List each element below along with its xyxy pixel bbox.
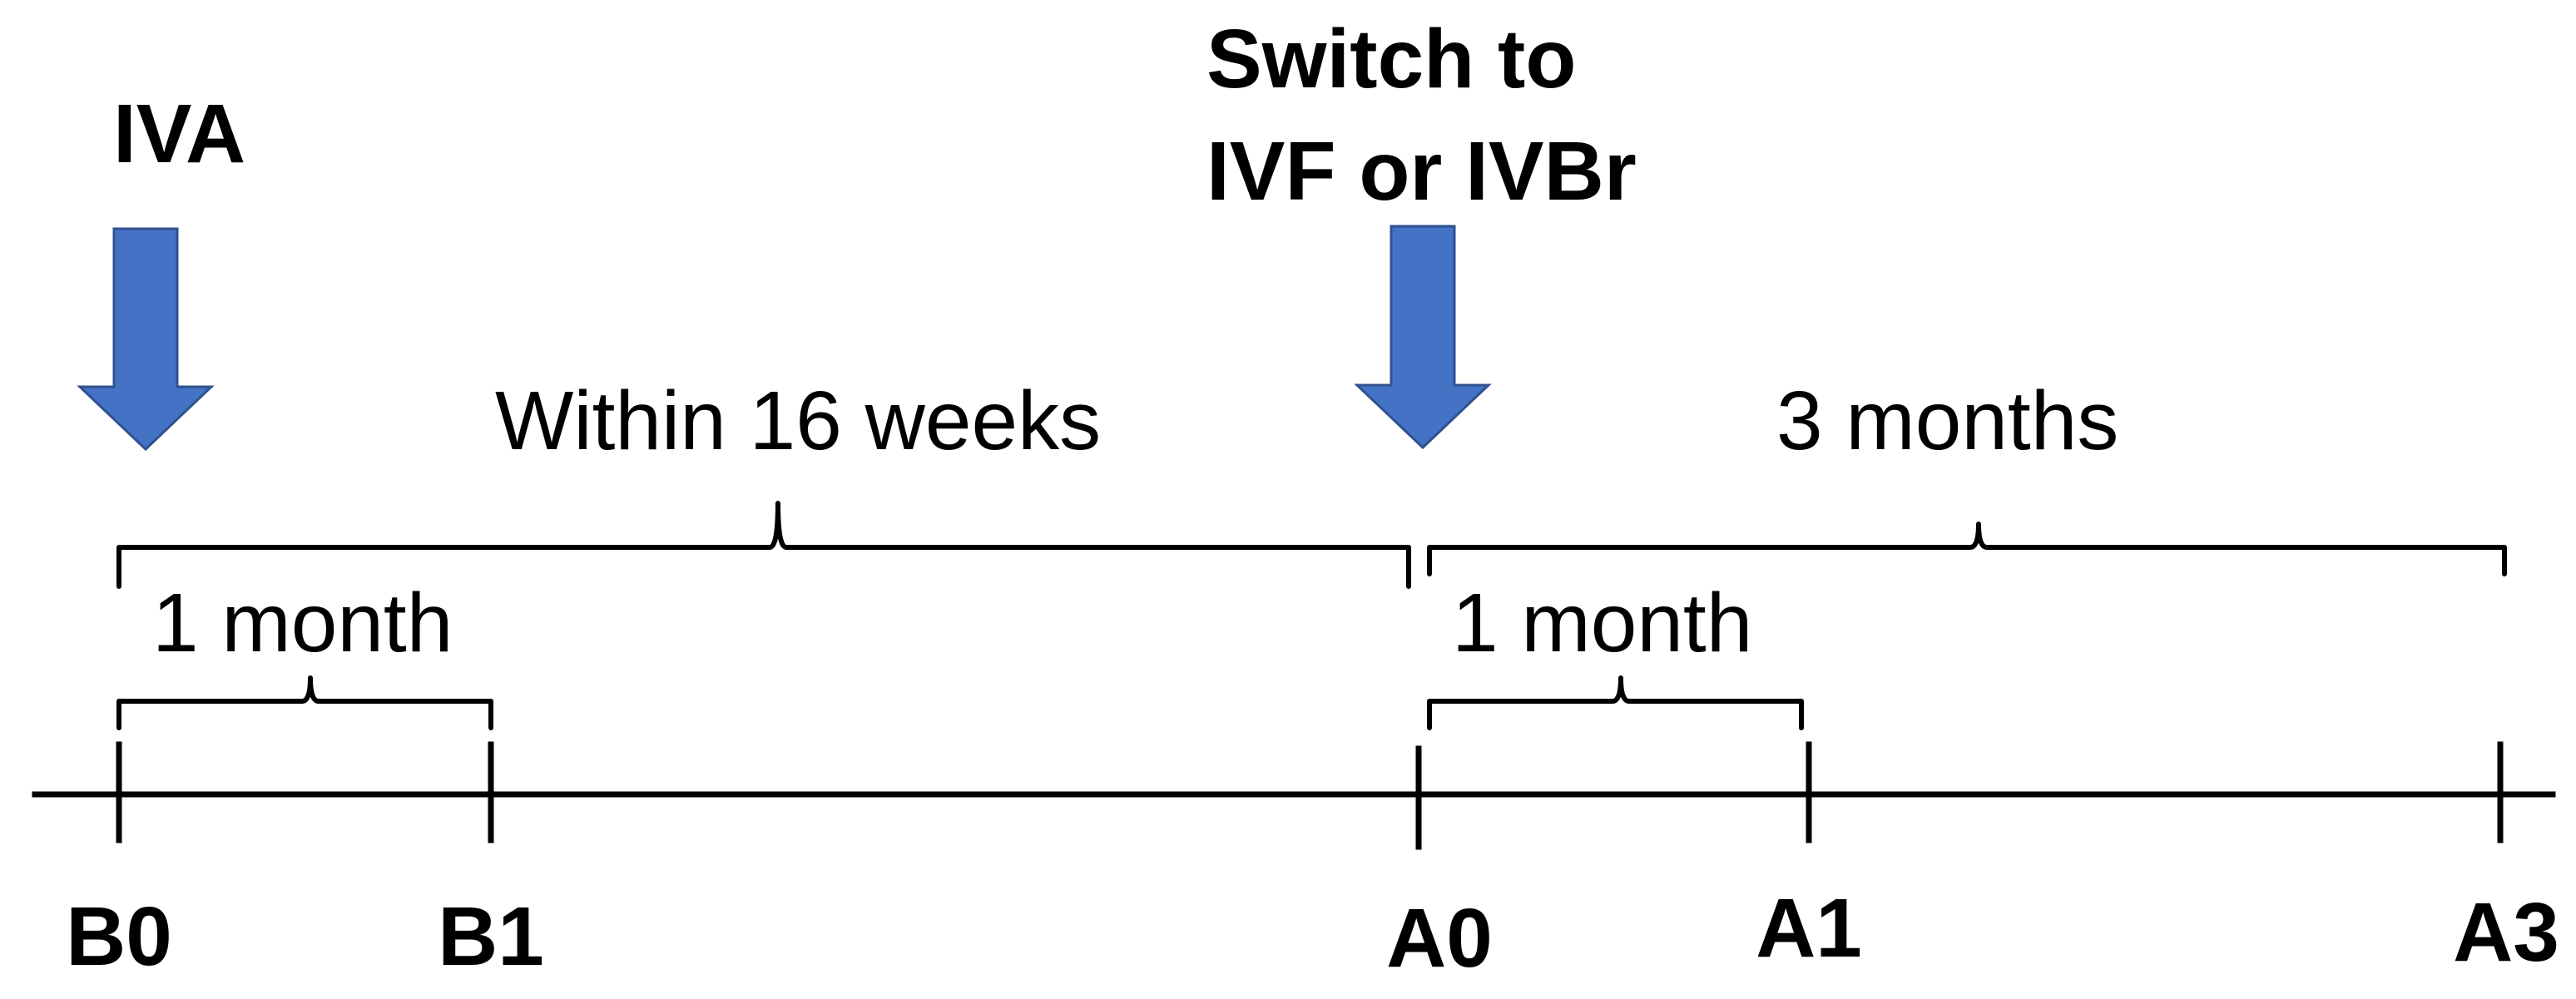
brace-3-months <box>1427 522 2507 576</box>
switch-label-line1: Switch to <box>1206 12 1576 106</box>
brace-within-16-weeks <box>116 501 1411 589</box>
three-months-label: 3 months <box>1776 374 2118 467</box>
timepoint-label-b0: B0 <box>66 890 172 983</box>
within-16-weeks-label: Within 16 weeks <box>495 374 1101 467</box>
one-month-after-label: 1 month <box>1452 576 1752 670</box>
timepoint-label-a0: A0 <box>1386 892 1493 985</box>
brace-1-month-before <box>116 675 493 730</box>
timepoint-label-b1: B1 <box>438 890 544 983</box>
iva-label: IVA <box>113 87 245 181</box>
down-arrow-icon <box>77 227 215 452</box>
timepoint-label-a1: A1 <box>1756 882 1862 975</box>
timepoint-label-a3: A3 <box>2453 886 2559 979</box>
brace-1-month-after <box>1427 675 1804 730</box>
switch-label-line2: IVF or IVBr <box>1206 125 1637 218</box>
one-month-before-label: 1 month <box>152 576 453 670</box>
down-arrow-icon <box>1354 225 1492 450</box>
